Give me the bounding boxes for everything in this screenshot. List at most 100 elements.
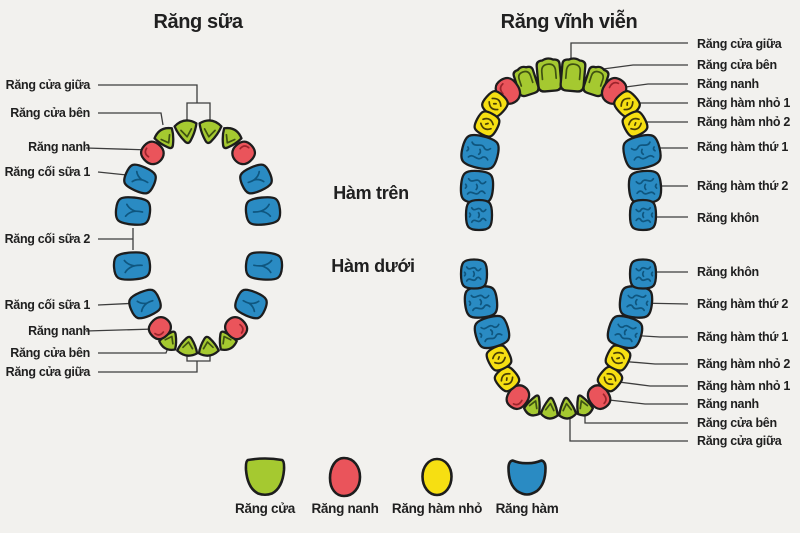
tooth-groove <box>247 178 256 184</box>
tooth-groove <box>471 141 492 151</box>
molar-tooth <box>459 258 489 290</box>
molar-tooth <box>628 258 658 290</box>
tooth-groove <box>633 122 637 126</box>
tooth-groove <box>253 178 265 183</box>
tooth-groove <box>528 400 538 410</box>
bmolar-tooth <box>244 196 282 226</box>
pm-tooth <box>613 90 641 118</box>
tooth-outline <box>558 396 578 420</box>
tooth-groove <box>154 331 165 336</box>
bmolar-tooth <box>239 163 273 195</box>
tooth-label: Răng nanh <box>28 140 90 154</box>
tooth-outline <box>539 396 559 420</box>
tooth-groove <box>635 206 652 213</box>
tooth-groove <box>492 351 504 360</box>
tooth-groove <box>145 299 154 305</box>
crown-tooth <box>559 57 587 93</box>
connector-line <box>569 412 688 442</box>
legend-molar-shape <box>507 459 547 496</box>
tri-tooth <box>221 126 243 150</box>
legend-label: Răng hàm nhỏ <box>391 501 483 516</box>
tooth-groove <box>517 70 534 87</box>
tooth-outline <box>176 335 199 357</box>
molar-tooth <box>473 314 511 350</box>
tooth-label: Răng hàm nhỏ 2 <box>697 115 791 129</box>
tri-tooth <box>153 126 175 150</box>
tooth-groove <box>608 378 613 381</box>
tooth-label: Răng nanh <box>28 324 90 338</box>
tooth-groove <box>494 356 506 365</box>
tooth-groove <box>635 217 652 224</box>
tooth-groove <box>470 294 490 299</box>
tooth-groove <box>505 377 508 382</box>
tri-tooth <box>558 396 578 420</box>
connector-line <box>98 361 198 373</box>
upper-jaw-label: Hàm trên <box>333 183 409 203</box>
tri-tooth <box>173 119 198 145</box>
tooth-groove <box>635 266 652 272</box>
tooth-groove <box>643 183 647 191</box>
tooth-groove <box>180 128 193 138</box>
tooth-groove <box>500 372 511 382</box>
tooth-label: Răng nanh <box>697 397 759 411</box>
tooth-groove <box>472 304 491 312</box>
connector-line <box>617 83 688 89</box>
tooth-groove <box>466 146 470 152</box>
tooth-groove <box>635 276 652 282</box>
tooth-label: Răng cối sữa 2 <box>4 232 91 246</box>
tooth-groove <box>641 211 645 219</box>
tooth-groove <box>260 210 272 218</box>
molar-tooth <box>459 169 495 205</box>
connector-line <box>85 328 156 332</box>
tooth-groove <box>491 97 502 107</box>
tooth-groove <box>544 402 555 412</box>
connector-line <box>98 344 170 354</box>
tooth-groove <box>654 183 658 189</box>
tooth-groove <box>477 148 482 156</box>
canine-tooth <box>231 140 257 166</box>
legend-premolar-shape <box>421 457 453 497</box>
tooth-groove <box>144 147 150 158</box>
tooth-outline <box>505 384 531 411</box>
tooth-groove <box>239 145 250 150</box>
connector-line <box>85 147 151 151</box>
tooth-groove <box>628 117 640 126</box>
tooth-groove <box>512 399 523 406</box>
tooth-label: Răng cửa giữa <box>5 365 91 379</box>
tooth-groove <box>620 97 631 107</box>
tooth-groove <box>465 266 482 272</box>
tooth-groove <box>202 341 214 350</box>
tooth-label: Răng hàm thứ 1 <box>697 330 788 344</box>
tooth-groove <box>467 177 487 185</box>
tooth-groove <box>484 122 489 125</box>
tri-tooth <box>158 330 178 352</box>
tooth-label: Răng cửa giữa <box>5 78 91 92</box>
tooth-label: Răng cửa bên <box>697 58 777 72</box>
tooth-groove <box>465 276 482 282</box>
crown-tooth <box>535 57 563 93</box>
tooth-groove <box>616 357 621 360</box>
tooth-label: Răng khôn <box>697 265 759 279</box>
tooth-groove <box>645 300 649 306</box>
pm-tooth <box>473 110 501 138</box>
tooth-groove <box>634 332 638 338</box>
tooth-groove <box>222 335 232 345</box>
tooth-groove <box>626 101 629 106</box>
tooth-groove <box>164 335 174 345</box>
tooth-groove <box>652 146 656 152</box>
tooth-groove <box>479 298 483 306</box>
tri-tooth <box>576 394 595 417</box>
tooth-groove <box>489 329 494 336</box>
tooth-groove <box>252 210 262 213</box>
tooth-groove <box>627 294 647 299</box>
connector-line <box>98 84 198 103</box>
pm-tooth <box>481 90 509 118</box>
legend-canine-shape <box>328 456 362 498</box>
tooth-label: Răng hàm thứ 2 <box>697 179 788 193</box>
tooth-groove <box>579 400 589 410</box>
legend-incisor-shape <box>244 457 286 497</box>
bmolar-tooth <box>123 163 157 195</box>
legend-label: Răng hàm <box>495 501 559 516</box>
legend-label: Răng nanh <box>311 501 379 516</box>
